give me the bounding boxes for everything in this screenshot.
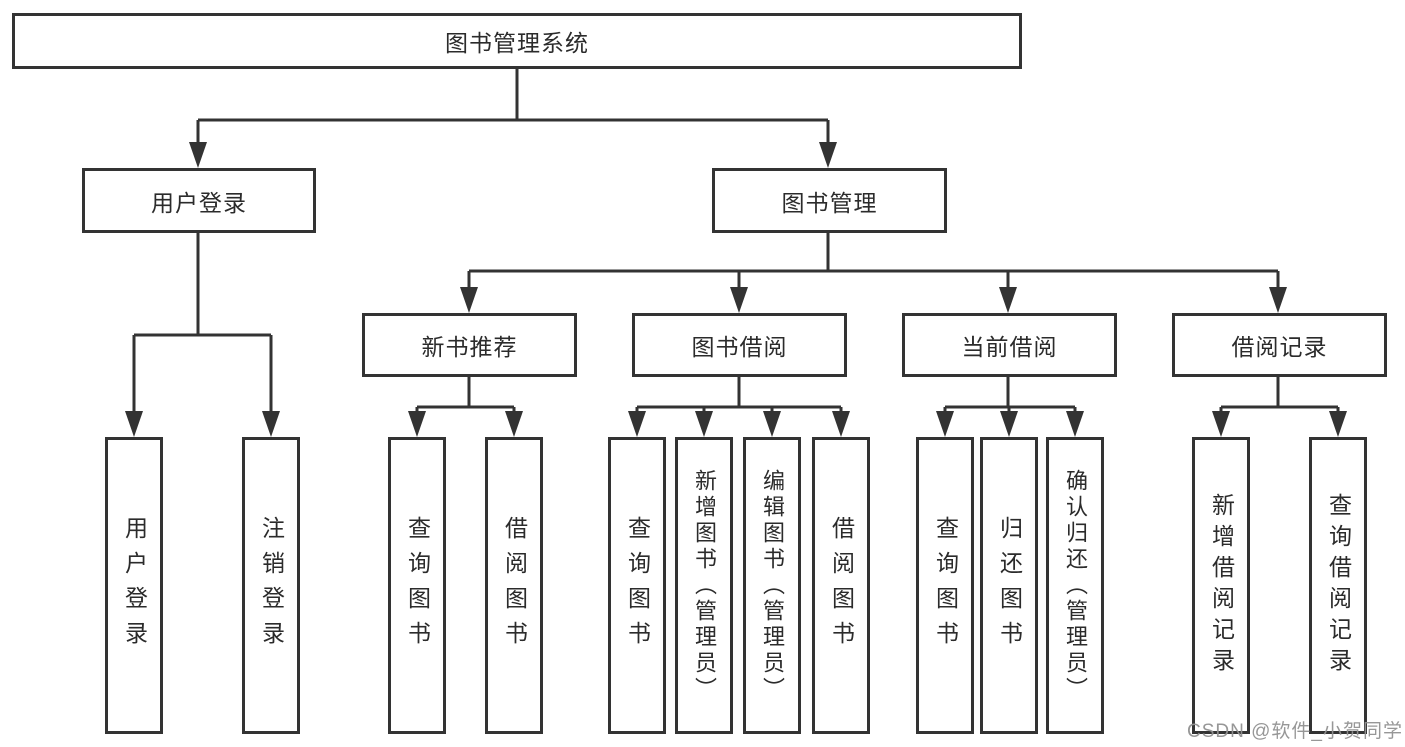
arrowhead-icon (763, 411, 781, 437)
leaf-search-books-borrow: 查询图书 (608, 437, 666, 734)
arrowhead-icon (125, 411, 143, 437)
arrowhead-icon (1066, 411, 1084, 437)
leaf-search-books-current: 查询图书 (916, 437, 974, 734)
arrowhead-icon (505, 411, 523, 437)
leaf-edit-book-admin: 编辑图书（管理员） (743, 437, 801, 734)
node-book-borrow: 图书借阅 (632, 313, 847, 377)
leaf-search-borrow-record: 查询借阅记录 (1309, 437, 1367, 734)
arrowhead-icon (460, 287, 478, 313)
leaf-add-book-admin: 新增图书（管理员） (675, 437, 733, 734)
node-book-management: 图书管理 (712, 168, 947, 233)
leaf-user-login: 用户登录 (105, 437, 163, 734)
leaf-logout: 注销登录 (242, 437, 300, 734)
arrowhead-icon (1212, 411, 1230, 437)
node-new-book-recommend: 新书推荐 (362, 313, 577, 377)
leaf-confirm-return-admin: 确认归还（管理员） (1046, 437, 1104, 734)
arrowhead-icon (1269, 287, 1287, 313)
arrowhead-icon (819, 142, 837, 168)
arrowhead-icon (999, 287, 1017, 313)
node-borrow-records: 借阅记录 (1172, 313, 1387, 377)
arrowhead-icon (1000, 411, 1018, 437)
leaf-search-books-recommend: 查询图书 (388, 437, 446, 734)
arrowhead-icon (262, 411, 280, 437)
leaf-return-books: 归还图书 (980, 437, 1038, 734)
arrowhead-icon (936, 411, 954, 437)
csdn-watermark: CSDN @软件_小贺同学 (1187, 721, 1403, 742)
leaf-borrow-books: 借阅图书 (812, 437, 870, 734)
arrowhead-icon (730, 287, 748, 313)
arrowhead-icon (628, 411, 646, 437)
node-root: 图书管理系统 (12, 13, 1022, 69)
arrowhead-icon (408, 411, 426, 437)
node-user-login: 用户登录 (82, 168, 316, 233)
leaf-add-borrow-record: 新增借阅记录 (1192, 437, 1250, 734)
arrowhead-icon (832, 411, 850, 437)
arrowhead-icon (1329, 411, 1347, 437)
arrowhead-icon (189, 142, 207, 168)
leaf-borrow-books-recommend: 借阅图书 (485, 437, 543, 734)
arrowhead-icon (695, 411, 713, 437)
node-current-borrow: 当前借阅 (902, 313, 1117, 377)
